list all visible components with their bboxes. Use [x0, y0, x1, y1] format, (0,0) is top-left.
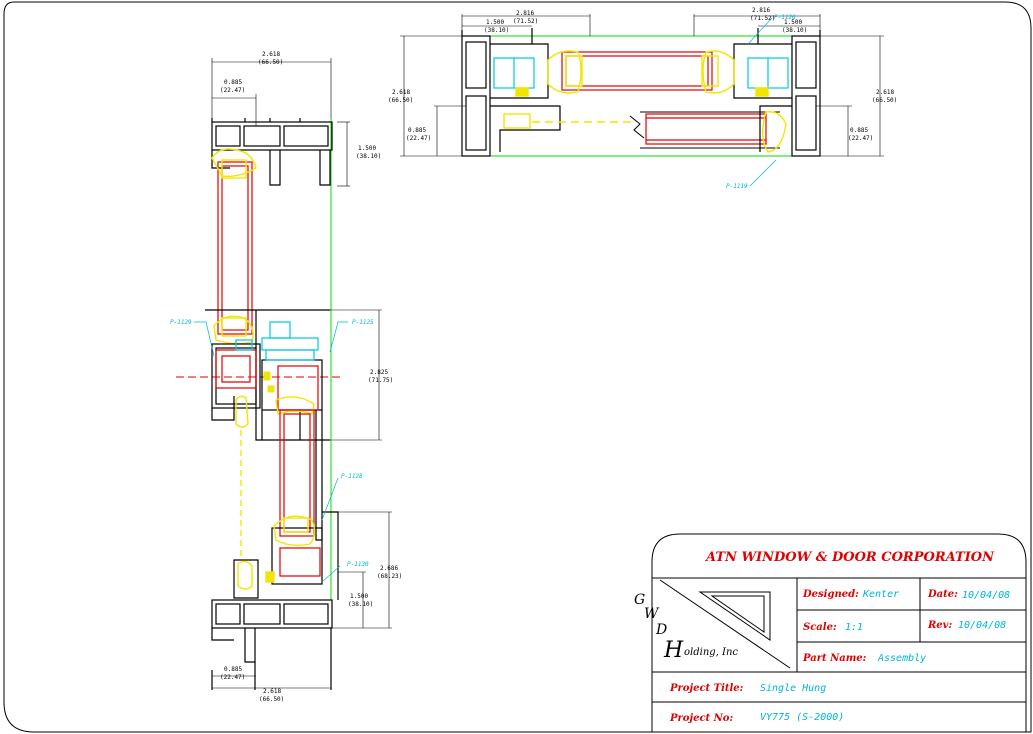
part-name-value: Assembly [877, 653, 926, 664]
dim-h-right-inner-mm: (38.10) [782, 27, 807, 34]
dim-v-top-depth: 1.500 [358, 145, 376, 152]
dim-v-top-width-mm: (66.50) [258, 59, 283, 66]
dim-v-bottom-height-mm: (68.23) [377, 573, 402, 580]
left-jamb [461, 28, 561, 157]
title-block [651, 533, 1027, 732]
part-callout-1128: P-1128 [341, 473, 363, 480]
designed-value: Kenter [862, 589, 899, 600]
logo-h: H [663, 638, 684, 663]
logo-rest: olding, Inc [684, 647, 738, 658]
dim-v-bottom-depth: 1.500 [350, 593, 368, 600]
dim-h-right-height-mm: (66.50) [872, 97, 897, 104]
dim-h-left-height-mm: (66.50) [388, 97, 413, 104]
dim-v-top-offset-mm: (22.47) [220, 87, 245, 94]
vertical-section [176, 58, 392, 690]
part-callout-1130: P-1130 [347, 561, 369, 568]
rev-label: Rev: [927, 620, 952, 631]
date-label: Date: [927, 589, 958, 600]
rev-value: 10/04/08 [958, 620, 1006, 631]
dim-h-left-height: 2.618 [392, 89, 410, 96]
logo-w: W [644, 606, 660, 622]
left-nylon [493, 57, 535, 89]
project-no-label: Project No: [669, 713, 733, 724]
part-callout-1129: P-1129 [170, 319, 192, 326]
upper-glass [217, 161, 253, 335]
scale-value: 1:1 [845, 622, 863, 633]
right-jamb [733, 28, 821, 157]
part-callout-1119: P-1119 [726, 183, 748, 190]
horizontal-section [400, 14, 884, 187]
part-callout-1126: P-1126 [774, 14, 796, 21]
logo-g: G [634, 592, 645, 608]
dim-v-top-offset: 0.885 [224, 79, 242, 86]
upper-seals [211, 148, 257, 345]
part-callout-1125: P-1125 [352, 319, 374, 326]
dim-h-left-inner-mm: (38.10) [484, 27, 509, 34]
lower-seals [237, 515, 316, 590]
h-guides [462, 35, 820, 157]
dim-v-bottom-depth-mm: (38.10) [348, 601, 373, 608]
lower-sash-glass-h [645, 113, 767, 145]
left-seals [503, 50, 632, 129]
head-frame [211, 118, 333, 186]
v-part-leaders [194, 321, 348, 583]
dim-h-right-height: 2.618 [876, 89, 894, 96]
meeting-seals [263, 371, 275, 393]
part-name-label: Part Name: [802, 653, 867, 664]
sheet-border [3, 1, 1032, 733]
logo-d: D [655, 622, 667, 638]
project-no-value: VY775 (S-2000) [760, 712, 844, 723]
dim-v-top-width: 2.618 [262, 51, 280, 58]
lower-sash-frame [233, 410, 339, 600]
dim-v-bottom-height: 2.686 [380, 565, 398, 572]
dim-h-right-offset-mm: (22.47) [848, 135, 873, 142]
designed-label: Designed: [802, 589, 859, 600]
dim-h-right-overall: 2.816 [752, 7, 770, 14]
sill-frame [211, 599, 333, 690]
dim-v-bottom-offset: 0.885 [224, 666, 242, 673]
h-dim-lines [400, 14, 884, 157]
meeting-seal-outline [235, 395, 315, 560]
meeting-nylon [235, 321, 319, 361]
company-name: ATN WINDOW & DOOR CORPORATION [704, 550, 995, 565]
logo: G W D H olding, Inc [634, 592, 738, 663]
right-nylon [747, 57, 789, 89]
project-title-label: Project Title: [669, 683, 744, 694]
project-title-value: Single Hung [760, 683, 826, 694]
dim-h-right-overall-mm: (71.52) [750, 15, 775, 22]
dim-h-left-inner: 1.500 [486, 19, 504, 26]
right-seals [701, 50, 787, 153]
dim-h-right-inner: 1.500 [784, 19, 802, 26]
left-glass [561, 51, 713, 91]
h-part-leaders [747, 17, 777, 187]
dim-v-meeting: 2.825 [370, 369, 388, 376]
dim-v-top-depth-mm: (38.10) [356, 153, 381, 160]
dim-v-bottom-offset-mm: (22.47) [220, 674, 245, 681]
scale-label: Scale: [803, 622, 837, 633]
dim-h-left-overall: 2.816 [516, 10, 534, 17]
dim-h-left-overall-mm: (71.52) [513, 18, 538, 25]
dim-v-bottom-width: 2.618 [263, 688, 281, 695]
dim-h-left-offset-mm: (22.47) [406, 135, 431, 142]
date-value: 10/04/08 [962, 590, 1010, 601]
dim-v-bottom-width-mm: (66.50) [259, 696, 284, 703]
break-mark [629, 111, 780, 149]
dim-v-meeting-mm: (71.75) [368, 377, 393, 384]
dim-h-left-offset: 0.885 [408, 127, 426, 134]
v-dim-lines [211, 58, 392, 689]
dim-h-right-offset: 0.885 [850, 127, 868, 134]
